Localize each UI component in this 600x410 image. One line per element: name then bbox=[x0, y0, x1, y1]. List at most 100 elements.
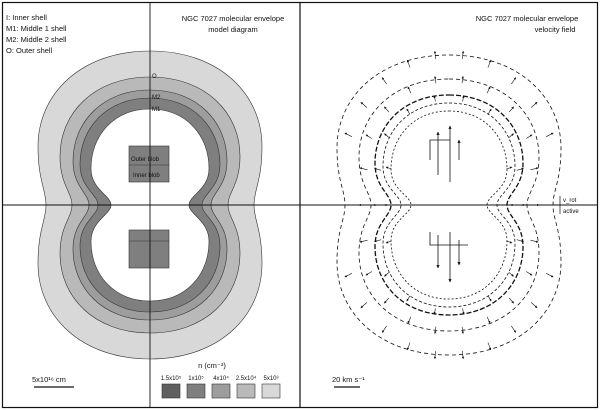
velocity-arrow-22 bbox=[511, 77, 517, 85]
velocity-arrow-41 bbox=[407, 86, 412, 94]
left-panel-model-diagram: Outer blob Inner blob O M2 M1 I: Inner s… bbox=[2, 2, 300, 408]
legend-middle2-shell: M2: Middle 2 shell bbox=[6, 35, 67, 44]
density-swatch-4 bbox=[261, 383, 281, 399]
velocity-arrow-18 bbox=[406, 59, 411, 68]
velocity-arrow-45 bbox=[508, 106, 514, 113]
velocity-arrow-56 bbox=[385, 240, 392, 244]
velocity-arrow-23 bbox=[530, 101, 538, 108]
legend-outer-shell: O: Outer shell bbox=[6, 46, 53, 55]
velocity-arrow-4 bbox=[511, 325, 517, 333]
velocity-arrow-35 bbox=[365, 271, 372, 276]
velocity-arrow-42 bbox=[434, 76, 437, 84]
velocity-arrow-7 bbox=[433, 350, 437, 360]
velocity-arrow-25 bbox=[530, 167, 539, 171]
right-title-line1: NGC 7027 molecular envelope bbox=[476, 14, 579, 23]
velocity-arrow-54 bbox=[406, 295, 411, 302]
outer-blob-label: Outer blob bbox=[131, 157, 160, 163]
lower-blob-arrow-frame bbox=[429, 232, 468, 246]
velocity-arrow-61 bbox=[433, 95, 436, 102]
legend-inner-shell: I: Inner shell bbox=[6, 13, 47, 22]
velocity-arrow-38 bbox=[374, 167, 382, 171]
density-swatch-2 bbox=[211, 383, 231, 399]
velocity-contour-1 bbox=[358, 78, 540, 332]
inner-blob-label: Inner blob bbox=[133, 173, 160, 179]
density-label-0: 1.5x10⁵ bbox=[161, 375, 182, 382]
velocity-arrow-64 bbox=[508, 133, 514, 138]
velocity-arrow-20 bbox=[461, 50, 465, 60]
velocity-arrow-33 bbox=[407, 316, 412, 324]
velocity-contour-4 bbox=[390, 110, 508, 300]
velocity-arrow-12 bbox=[359, 239, 368, 243]
velocity-arrow-63 bbox=[487, 108, 492, 115]
right-panel-velocity-field: NGC 7027 molecular envelope velocity fie… bbox=[300, 14, 598, 388]
lower-blob-arrows bbox=[429, 232, 468, 283]
velocity-arrow-43 bbox=[461, 76, 464, 84]
velocity-arrow-58 bbox=[385, 166, 392, 170]
velocity-arrow-15 bbox=[344, 132, 352, 137]
right-title-line2: velocity field bbox=[535, 25, 576, 34]
density-label-3: 2.5x10⁴ bbox=[236, 375, 257, 382]
outer-blob-lower bbox=[128, 229, 170, 269]
velocity-arrow-2 bbox=[546, 273, 554, 278]
density-label-2: 4x10⁴ bbox=[213, 375, 229, 382]
velocity-arrow-44 bbox=[486, 86, 491, 94]
velocity-arrow-60 bbox=[406, 108, 411, 115]
velocity-arrow-1 bbox=[530, 239, 539, 243]
left-title-line1: NGC 7027 molecular envelope bbox=[182, 14, 285, 23]
velocity-arrow-9 bbox=[381, 325, 387, 333]
velocity-arrow-36 bbox=[374, 239, 382, 243]
velocity-arrow-28 bbox=[526, 271, 533, 276]
velocity-arrow-11 bbox=[344, 273, 352, 278]
upper-blob-arrow-frame bbox=[429, 139, 450, 160]
velocity-arrow-55 bbox=[384, 272, 390, 277]
velocity-arrow-59 bbox=[384, 133, 390, 138]
velocity-arrow-16 bbox=[360, 101, 368, 108]
velocity-contour-0 bbox=[336, 54, 562, 356]
velocity-contour-2 bbox=[374, 94, 524, 316]
velocity-arrow-17 bbox=[381, 77, 387, 85]
velocity-arrow-27 bbox=[516, 239, 524, 243]
side-label-line2: active bbox=[563, 209, 579, 215]
velocity-arrow-62 bbox=[462, 95, 465, 102]
velocity-arrow-19 bbox=[433, 50, 437, 60]
velocity-arrow-53 bbox=[433, 308, 436, 315]
velocity-arrow-6 bbox=[461, 350, 465, 360]
density-swatch-3 bbox=[236, 383, 256, 399]
left-scale-bar-label: 5x10¹⁶ cm bbox=[32, 375, 66, 384]
velocity-contours bbox=[336, 54, 562, 356]
legend-middle1-shell: M1: Middle 1 shell bbox=[6, 24, 67, 33]
velocity-arrow-21 bbox=[487, 59, 492, 68]
velocity-arrow-52 bbox=[462, 308, 465, 315]
outer-blob-upper bbox=[128, 145, 170, 183]
velocity-arrow-24 bbox=[546, 132, 554, 137]
velocity-arrows bbox=[344, 50, 554, 360]
velocity-arrow-46 bbox=[526, 134, 533, 139]
velocity-arrow-5 bbox=[487, 342, 492, 351]
velocity-arrow-3 bbox=[530, 302, 538, 309]
velocity-arrow-34 bbox=[384, 297, 390, 304]
shell-label-outer: O bbox=[152, 74, 157, 80]
shell-label-middle2: M2 bbox=[152, 95, 161, 101]
velocity-arrow-39 bbox=[365, 134, 372, 139]
left-title-line2: model diagram bbox=[208, 25, 258, 34]
density-swatch-1 bbox=[186, 383, 206, 399]
velocity-arrow-31 bbox=[461, 326, 464, 334]
density-scale-title: n (cm⁻³) bbox=[198, 361, 226, 370]
velocity-arrow-47 bbox=[516, 167, 524, 171]
velocity-arrow-50 bbox=[508, 272, 514, 277]
density-label-1: 1x10⁵ bbox=[188, 375, 204, 382]
velocity-arrow-32 bbox=[434, 326, 437, 334]
shell-label-middle1: M1 bbox=[152, 107, 161, 113]
velocity-arrow-14 bbox=[359, 167, 368, 171]
upper-blob-arrows bbox=[429, 125, 461, 182]
velocity-arrow-65 bbox=[506, 166, 513, 170]
velocity-arrow-29 bbox=[508, 297, 514, 304]
velocity-contour-3 bbox=[382, 102, 516, 308]
velocity-arrow-30 bbox=[486, 316, 491, 324]
velocity-arrow-40 bbox=[384, 106, 390, 113]
velocity-arrow-8 bbox=[406, 342, 411, 351]
velocity-arrow-49 bbox=[506, 240, 513, 244]
velocity-arrow-51 bbox=[487, 295, 492, 302]
